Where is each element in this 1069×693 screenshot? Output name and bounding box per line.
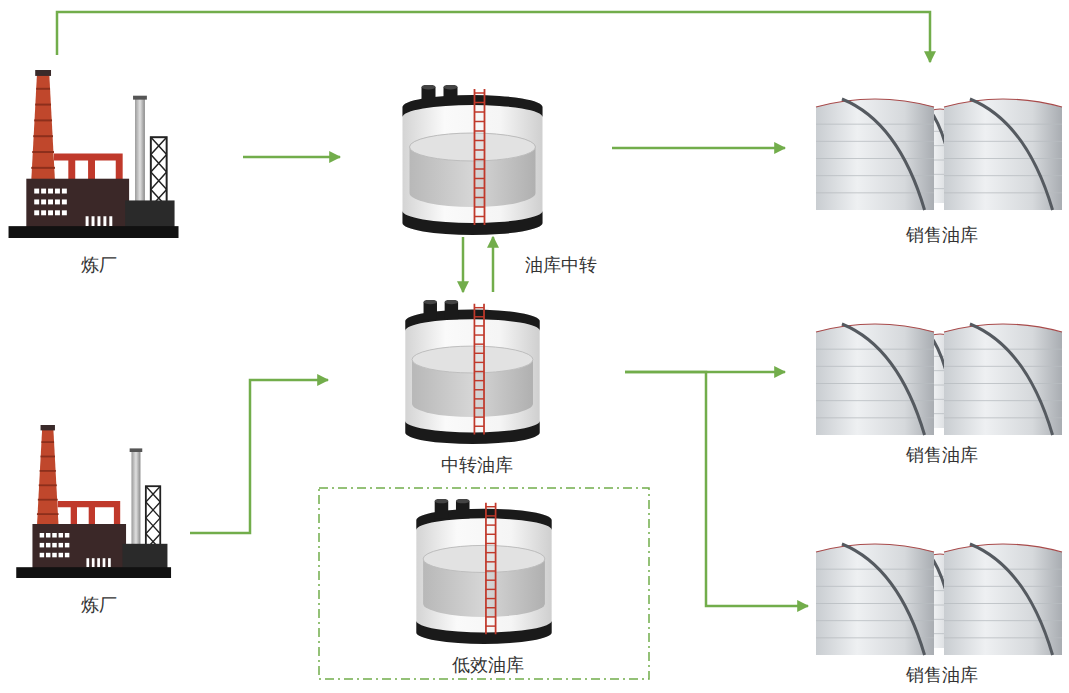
node-label: 中转油库 — [395, 454, 558, 476]
tank-node: 中转油库 — [395, 300, 558, 480]
flow-arrow — [190, 380, 328, 533]
refinery-node: 炼厂 — [5, 70, 193, 280]
depot-illustration — [812, 530, 1064, 660]
flow-arrow — [625, 372, 808, 606]
flow-arrow — [243, 156, 340, 159]
edge-label: 油库中转 — [523, 254, 599, 276]
factory-illustration — [5, 70, 185, 238]
depot-illustration — [812, 310, 1064, 440]
node-label: 销售油库 — [812, 224, 1069, 246]
sales-depot-node: 销售油库 — [812, 530, 1069, 690]
flow-arrow — [612, 147, 785, 150]
tank-illustration — [395, 300, 550, 444]
tank-illustration — [395, 85, 550, 235]
node-label: 炼厂 — [5, 594, 193, 616]
node-label: 销售油库 — [812, 664, 1069, 686]
depot-illustration — [812, 85, 1064, 215]
node-label: 销售油库 — [812, 444, 1069, 466]
sales-depot-node: 销售油库 — [812, 310, 1069, 470]
tank-illustration — [409, 499, 559, 644]
refinery-node: 炼厂 — [5, 425, 193, 620]
tank-node — [395, 85, 550, 235]
node-label: 炼厂 — [5, 254, 193, 276]
dashed-group-box: 低效油库 — [318, 487, 658, 680]
factory-illustration — [5, 425, 185, 578]
flow-arrow — [492, 237, 495, 292]
node-label: 低效油库 — [318, 654, 658, 676]
flow-arrow — [57, 12, 930, 62]
sales-depot-node: 销售油库 — [812, 85, 1069, 250]
flow-arrow — [462, 237, 465, 292]
